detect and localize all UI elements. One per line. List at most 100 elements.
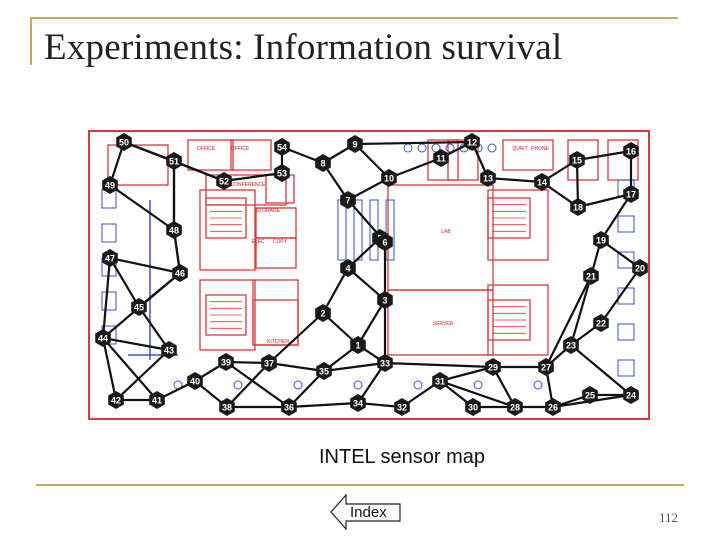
left-arrow-icon — [330, 494, 401, 530]
sensor-node-label: 28 — [510, 402, 520, 412]
sensor-node-label: 12 — [467, 137, 477, 147]
sensor-node: 9 — [347, 135, 363, 153]
sensor-node: 19 — [593, 231, 609, 249]
sensor-node: 46 — [172, 264, 188, 282]
sensor-link — [268, 361, 325, 373]
sensor-node-label: 26 — [548, 402, 558, 412]
sensor-link — [323, 361, 386, 373]
sensor-node-label: 15 — [572, 155, 582, 165]
sensor-node: 20 — [632, 259, 648, 277]
sensor-node: 42 — [108, 391, 124, 409]
sensor-node-label: 9 — [352, 139, 357, 149]
sensor-link — [109, 256, 181, 275]
sensor-node-label: 2 — [320, 308, 325, 318]
sensor-node: 39 — [218, 353, 234, 371]
sensor-node-label: 8 — [320, 158, 325, 168]
sensor-node: 53 — [274, 164, 290, 182]
sensor-node: 41 — [149, 391, 165, 409]
sensor-node: 44 — [95, 329, 111, 347]
sensor-node: 13 — [480, 169, 496, 187]
furniture — [101, 143, 635, 390]
sensor-node-label: 53 — [277, 168, 287, 178]
floorplan-outline — [88, 130, 650, 420]
sensor-link — [173, 159, 225, 183]
sensor-link — [288, 401, 359, 409]
sensor-link — [138, 306, 170, 351]
page-number: 112 — [658, 510, 678, 525]
sensor-node: 22 — [593, 314, 609, 332]
sensor-node-label: 6 — [382, 237, 387, 247]
index-button-label: Index — [350, 504, 387, 521]
room-label: OFFICE — [197, 146, 216, 152]
sensor-node-label: 43 — [164, 345, 174, 355]
sensor-node-label: 16 — [626, 146, 636, 156]
sensor-node-label: 51 — [169, 156, 179, 166]
sensor-node-label: 54 — [277, 142, 287, 152]
sensor-node: 6 — [377, 233, 393, 251]
room-label: KITCHEN — [267, 339, 289, 345]
sensor-node-label: 46 — [175, 268, 185, 278]
sensor-link — [101, 257, 112, 339]
sensor-link — [569, 275, 593, 346]
sensor-node: 27 — [538, 358, 554, 376]
sensor-node-label: 30 — [468, 402, 478, 412]
floorplan — [88, 130, 650, 420]
sensor-link — [102, 336, 170, 352]
sensor-node-label: 1 — [355, 340, 360, 350]
sensor-node: 2 — [315, 304, 331, 322]
stairwell — [487, 299, 531, 341]
sensor-node: 16 — [623, 142, 639, 160]
sensor-link — [115, 349, 170, 401]
map-caption: INTEL sensor map — [319, 446, 485, 468]
sensor-node-label: 3 — [382, 295, 387, 305]
sensor-node: 47 — [102, 249, 118, 267]
sensor-node-label: 33 — [380, 358, 390, 368]
sensor-node-label: 52 — [219, 176, 229, 186]
sensor-link — [225, 361, 290, 408]
sensor-node: 38 — [219, 398, 235, 416]
sensor-link — [109, 257, 140, 308]
title-rule-horizontal — [30, 17, 678, 19]
sensor-link — [226, 362, 270, 408]
sensor-node: 35 — [316, 362, 332, 380]
sensor-link — [570, 344, 632, 396]
sensor-node: 33 — [377, 354, 393, 372]
sensor-link — [600, 193, 632, 241]
index-button[interactable]: Index — [330, 494, 402, 530]
room-label: QUIET — [512, 146, 527, 152]
sensor-node-label: 18 — [573, 202, 583, 212]
sensor-node-label: 19 — [596, 235, 606, 245]
sensor-node: 1 — [350, 336, 366, 354]
sensor-node: 23 — [563, 336, 579, 354]
sensor-node: 54 — [274, 138, 290, 156]
sensor-node: 32 — [394, 398, 410, 416]
sensor-node-label: 40 — [190, 376, 200, 386]
sensor-node-label: 32 — [397, 402, 407, 412]
sensor-node: 18 — [570, 198, 586, 216]
sensor-node-label: 31 — [435, 376, 445, 386]
sensor-node-label: 48 — [169, 225, 179, 235]
sensor-node: 4 — [340, 259, 356, 277]
sensor-node-label: 21 — [586, 271, 596, 281]
sensor-node-label: 22 — [596, 318, 606, 328]
sensor-link — [101, 337, 118, 401]
sensor-node-label: 17 — [626, 189, 636, 199]
sensor-node-label: 50 — [119, 137, 129, 147]
room-label: OFFICE — [231, 146, 250, 152]
sensor-link — [439, 365, 494, 383]
sensor-link — [576, 149, 632, 162]
sensor-node: 29 — [485, 358, 501, 376]
sensor-node-label: 20 — [635, 263, 645, 273]
sensor-node: 50 — [116, 133, 132, 151]
sensor-link — [384, 361, 494, 369]
sensor-node: 30 — [465, 398, 481, 416]
sensor-node: 3 — [377, 291, 393, 309]
sensor-node-label: 35 — [319, 366, 329, 376]
stairwell — [205, 197, 247, 239]
sensor-link — [354, 140, 473, 146]
sensor-node-label: 37 — [264, 358, 274, 368]
sensor-link — [288, 370, 325, 408]
